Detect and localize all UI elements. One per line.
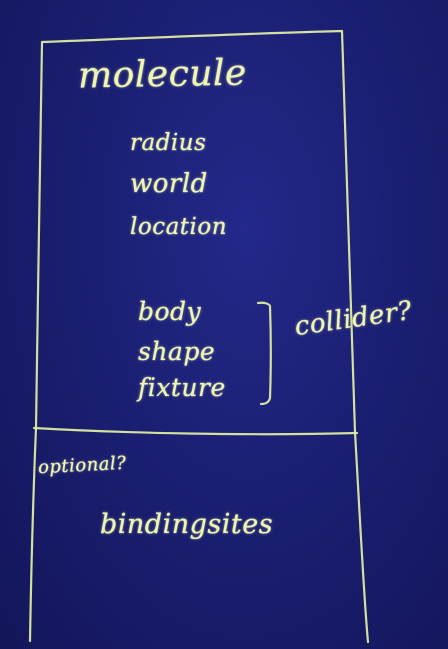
- attribute-world: world: [130, 169, 208, 199]
- attribute-location: location: [130, 214, 228, 240]
- attribute-bindingsites: bindingsites: [100, 509, 274, 540]
- attribute-body: body: [138, 297, 202, 326]
- collider-bracket: [256, 301, 272, 406]
- class-box-outline: [28, 29, 370, 644]
- class-name-molecule: molecule: [77, 52, 248, 97]
- attribute-fixture: fixture: [138, 373, 226, 402]
- attribute-radius: radius: [130, 130, 207, 156]
- compartment-divider: [32, 426, 359, 436]
- attribute-shape: shape: [138, 337, 216, 366]
